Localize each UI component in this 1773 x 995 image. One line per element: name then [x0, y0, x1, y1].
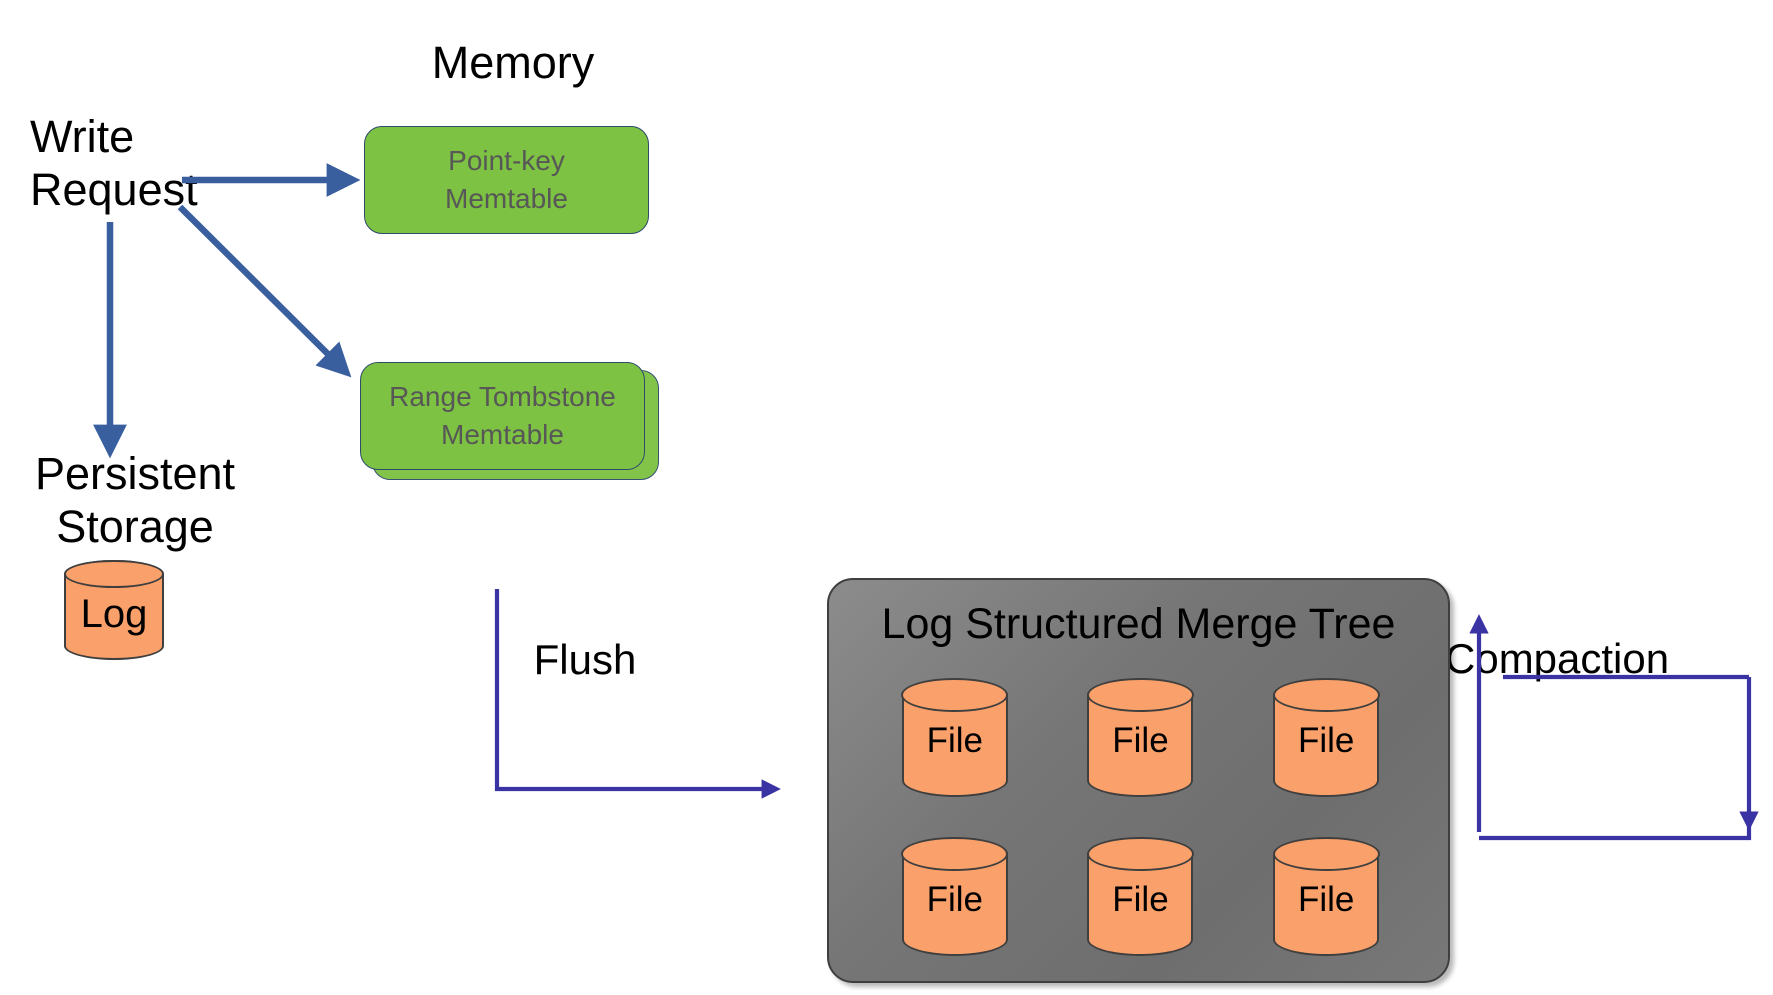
log-cylinder-icon: Log	[63, 559, 165, 660]
point-key-memtable-box: Point-key Memtable	[364, 126, 649, 234]
file-cell: File	[1240, 831, 1412, 962]
file-cylinder-label: File	[1297, 880, 1355, 919]
range-tombstone-memtable-label: Range Tombstone Memtable	[389, 381, 616, 450]
log-cylinder-label: Log	[80, 592, 148, 636]
file-cylinder-label: File	[1297, 721, 1355, 760]
compaction-arrow-label: Compaction	[1445, 635, 1670, 682]
persistent-storage-label: Persistent Storage	[34, 448, 236, 553]
write-request-label: Write Request	[30, 111, 198, 216]
file-cell: File	[1055, 831, 1227, 962]
file-cylinder-label: File	[1112, 721, 1169, 760]
range-tombstone-memtable-box: Range Tombstone Memtable	[360, 362, 645, 470]
arrow-compaction-loop-up-and-across	[1479, 811, 1752, 841]
file-grid: File File File File File	[869, 672, 1412, 962]
point-key-memtable-label: Point-key Memtable	[445, 145, 568, 214]
file-cylinder-icon: File	[1087, 678, 1194, 797]
file-cell: File	[1240, 672, 1412, 803]
file-cylinder-icon: File	[901, 678, 1009, 797]
arrow-write-to-range-tombstone-memtable	[177, 204, 352, 378]
file-cell: File	[869, 831, 1041, 962]
memory-section-label: Memory	[431, 37, 595, 88]
file-cylinder-icon: File	[1272, 678, 1380, 797]
file-cell: File	[869, 672, 1041, 803]
file-cylinder-icon: File	[1272, 837, 1380, 956]
lsm-tree-title: Log Structured Merge Tree	[881, 600, 1396, 648]
file-cylinder-label: File	[926, 721, 984, 760]
flush-arrow-label: Flush	[533, 636, 637, 683]
file-cell: File	[1055, 672, 1227, 803]
file-cylinder-label: File	[926, 880, 984, 919]
log-structured-merge-tree-container: Log Structured Merge Tree File File File…	[827, 578, 1450, 983]
file-cylinder-label: File	[1112, 880, 1169, 919]
file-cylinder-icon: File	[1087, 837, 1194, 956]
file-cylinder-icon: File	[901, 837, 1009, 956]
arrow-flush-elbow	[494, 589, 781, 799]
